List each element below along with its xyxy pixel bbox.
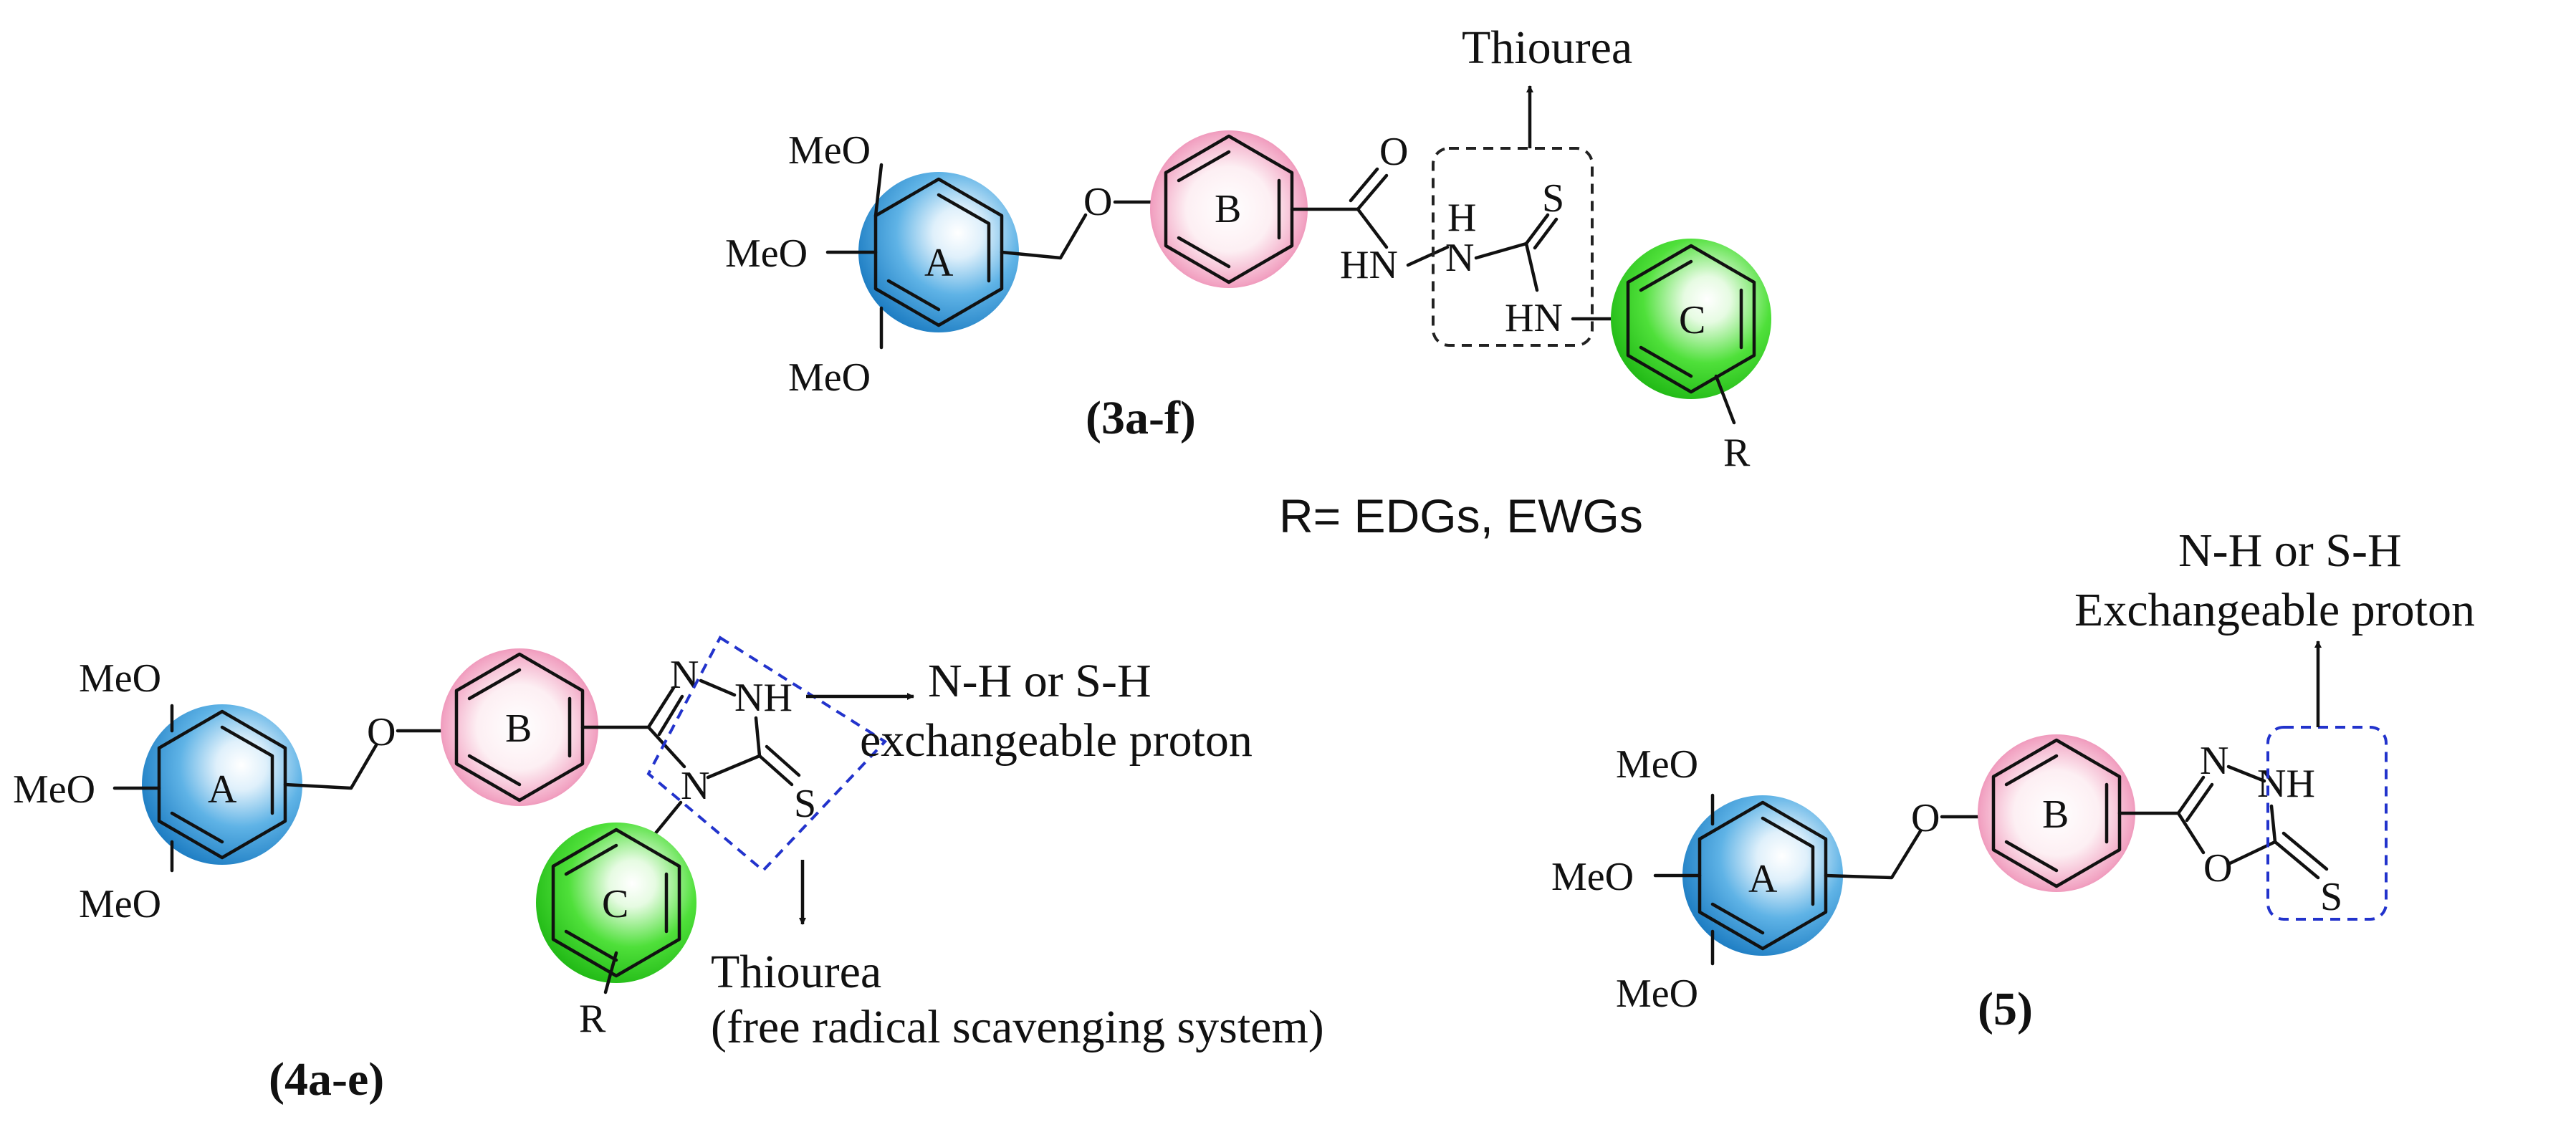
hydrazine-h: H bbox=[1447, 196, 1476, 240]
proton-annotation-line1: N-H or S-H bbox=[928, 655, 1151, 707]
ring-b-label: B bbox=[505, 706, 532, 751]
thiourea-box bbox=[1432, 147, 1594, 347]
ether-oxygen: O bbox=[1083, 180, 1112, 224]
triazole-n: N bbox=[670, 653, 699, 697]
substituent-note: R= EDGs, EWGs bbox=[1279, 489, 1643, 542]
ring-c-sphere bbox=[1611, 239, 1771, 399]
triazole-n-sub: N bbox=[681, 764, 709, 808]
ring-a-sphere bbox=[858, 172, 1019, 332]
meo-bot-label: MeO bbox=[1616, 972, 1698, 1016]
meo-bot-label: MeO bbox=[788, 355, 871, 400]
oxadiazole-o: O bbox=[2203, 846, 2232, 891]
exchangeable-proton-box bbox=[2266, 726, 2388, 921]
thiourea-annotation: Thiourea bbox=[711, 946, 881, 998]
ring-b-label: B bbox=[1215, 187, 1241, 231]
meo-top-label: MeO bbox=[1616, 742, 1698, 787]
ring-b-sphere bbox=[1150, 130, 1308, 288]
oxadiazole-nh: NH bbox=[2257, 762, 2315, 806]
ring-c-label: C bbox=[602, 882, 628, 926]
proton-annotation-line2: exchangeable proton bbox=[860, 714, 1253, 767]
proton-annotation-line2: Exchangeable proton bbox=[2074, 584, 2475, 636]
compound-3-caption: (3a-f) bbox=[1086, 392, 1196, 444]
ring-a-label: A bbox=[924, 241, 954, 285]
amide-hn: HN bbox=[1340, 243, 1398, 287]
thiourea-annotation: Thiourea bbox=[1462, 21, 1632, 74]
scavenging-annotation: (free radical scavenging system) bbox=[711, 1001, 1324, 1053]
meo-mid-label: MeO bbox=[1551, 855, 1634, 899]
ring-b-sphere bbox=[1978, 734, 2135, 892]
meo-top-label: MeO bbox=[79, 656, 161, 701]
compound-3-structure: A MeO MeO MeO O B O HN H N S HN bbox=[725, 21, 1771, 542]
exchangeable-proton-box bbox=[646, 636, 888, 873]
compound-4-caption: (4a-e) bbox=[269, 1053, 384, 1106]
ring-c-label: C bbox=[1679, 298, 1705, 342]
ether-oxygen: O bbox=[367, 710, 396, 754]
compound-5-caption: (5) bbox=[1978, 983, 2033, 1035]
ring-a-label: A bbox=[1748, 857, 1778, 901]
ring-b-sphere bbox=[441, 648, 598, 806]
oxadiazole-sulfur: S bbox=[2320, 875, 2342, 919]
thio-hn: HN bbox=[1505, 296, 1563, 340]
ether-oxygen: O bbox=[1911, 796, 1940, 840]
ring-a-sphere bbox=[1682, 795, 1843, 956]
ring-b-label: B bbox=[2042, 792, 2069, 837]
ring-a-label: A bbox=[208, 767, 237, 812]
proton-annotation-line1: N-H or S-H bbox=[2178, 524, 2402, 577]
compound-5-structure: A MeO MeO MeO O B N NH O S N-H or S bbox=[1551, 524, 2475, 1035]
triazole-nh: NH bbox=[734, 676, 793, 720]
r-group: R bbox=[1723, 431, 1751, 475]
r-group: R bbox=[579, 997, 606, 1041]
meo-mid-label: MeO bbox=[13, 767, 95, 812]
carbonyl-oxygen: O bbox=[1379, 130, 1408, 174]
meo-mid-label: MeO bbox=[725, 231, 808, 276]
ring-a-sphere bbox=[142, 704, 302, 865]
compound-4-structure: A MeO MeO MeO O B N NH N S N-H bbox=[13, 636, 1324, 1106]
oxadiazole-n: N bbox=[2200, 739, 2228, 783]
meo-top-label: MeO bbox=[788, 128, 871, 173]
thio-sulfur: S bbox=[1542, 176, 1564, 221]
ring-c-sphere bbox=[536, 823, 696, 983]
meo-bot-label: MeO bbox=[79, 882, 161, 926]
hydrazine-n: N bbox=[1445, 236, 1474, 280]
